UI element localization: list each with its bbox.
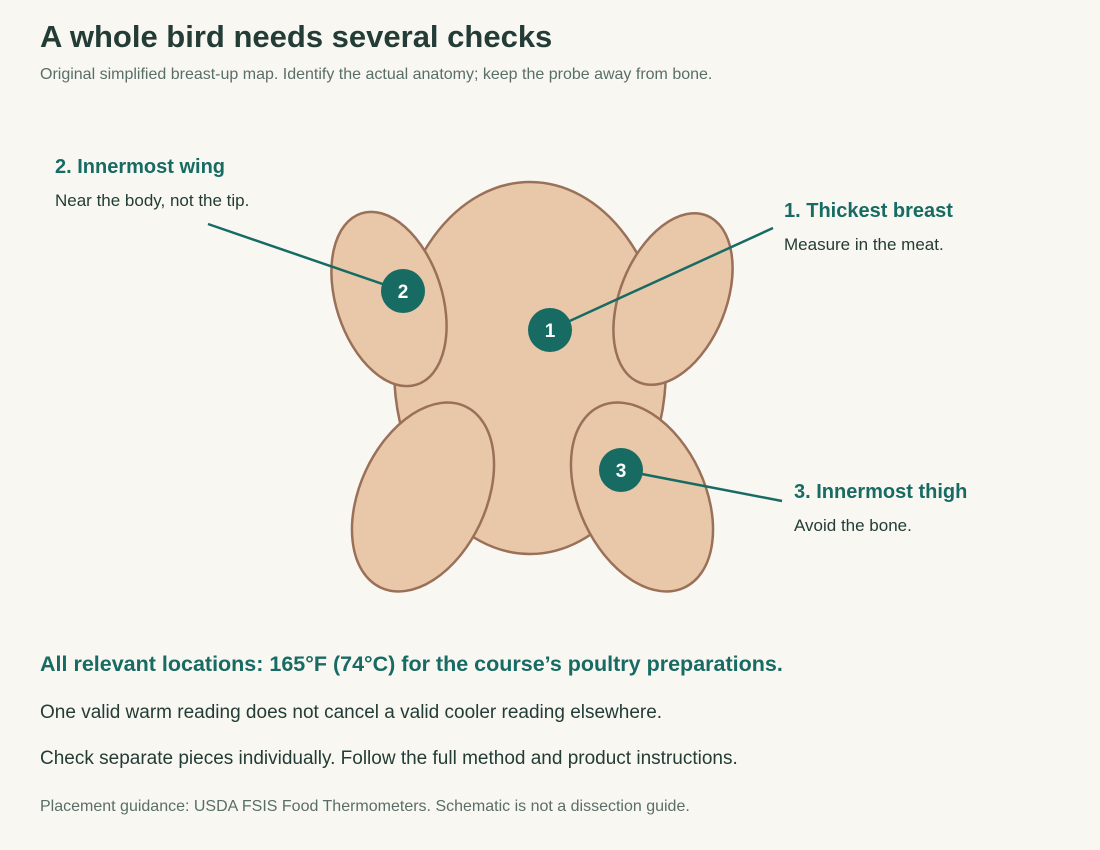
callout-wing-title: 2. Innermost wing (55, 156, 226, 178)
callout-wing-description: Near the body, not the tip. (55, 191, 250, 210)
callout-thigh-description: Avoid the bone. (794, 516, 912, 535)
leader-line-wing (207, 222, 404, 293)
leader-line-thigh (620, 468, 783, 503)
summary-line-2: Check separate pieces individually. Foll… (40, 748, 738, 769)
callout-breast: 1. Thickest breast Measure in the meat. (784, 200, 953, 255)
callout-breast-title: 1. Thickest breast (784, 200, 953, 222)
page-subtitle: Original simplified breast-up map. Ident… (40, 66, 713, 83)
summary-headline: All relevant locations: 165°F (74°C) for… (40, 652, 783, 676)
left-thigh (350, 401, 496, 593)
bird-diagram: 1 2 3 (207, 180, 783, 593)
callout-thigh-title: 3. Innermost thigh (794, 481, 968, 503)
marker-thigh: 3 (599, 448, 643, 492)
right-wing (612, 211, 734, 387)
right-thigh (569, 401, 715, 593)
callout-breast-description: Measure in the meat. (784, 235, 944, 254)
summary-line-1: One valid warm reading does not cancel a… (40, 702, 663, 723)
marker-thigh-label: 3 (616, 461, 627, 482)
marker-breast: 1 (528, 308, 572, 352)
page-title: A whole bird needs several checks (40, 19, 553, 54)
marker-wing: 2 (381, 269, 425, 313)
marker-breast-label: 1 (545, 321, 556, 342)
source-footnote: Placement guidance: USDA FSIS Food Therm… (40, 798, 690, 815)
leader-line-breast (549, 226, 774, 332)
callout-thigh: 3. Innermost thigh Avoid the bone. (794, 481, 967, 536)
callout-wing: 2. Innermost wing Near the body, not the… (55, 156, 249, 211)
marker-wing-label: 2 (398, 282, 409, 303)
